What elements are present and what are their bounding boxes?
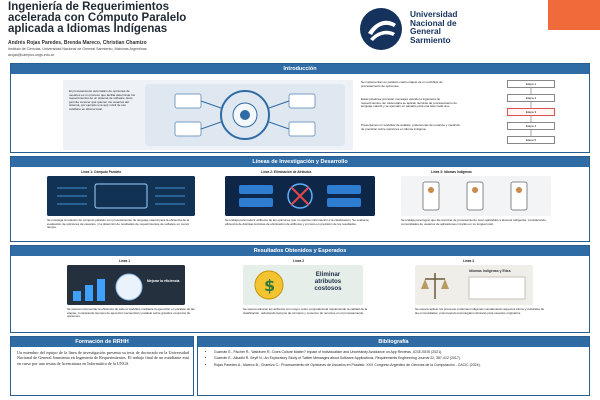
svg-text:$: $ — [264, 276, 275, 295]
indigenous-languages-icon — [401, 176, 551, 216]
intro-text-right-3: Presentamos un workflow de análisis, pre… — [361, 123, 461, 131]
attribute-elimination-icon — [225, 176, 375, 216]
line-1-image — [47, 176, 195, 216]
reference-item: Guzmán E., Alkadhi R. Seyff N.: An Explo… — [214, 356, 576, 360]
line-3-text: Se trabaja para lograr que las técnicas … — [401, 218, 546, 226]
line-1-title: Línea 1: Cómputo Paralelo — [81, 170, 122, 174]
line-2-text: Se trabaja para reducir atributos de las… — [225, 218, 369, 226]
result-2-text: Se espera eliminar los atributos con may… — [243, 307, 368, 315]
training-panel: Formación de RRHH Un miembro del equipo … — [10, 336, 194, 396]
reference-list: Guzmán E., Fischer R., Walraven R.: Does… — [208, 350, 576, 369]
result-1-label: Mejorar la eficiencia — [147, 279, 180, 283]
lines-heading: Líneas de Investigación y Desarrollo — [11, 157, 589, 167]
flow-step: Etapa 5 — [507, 136, 555, 144]
university-logo-icon — [360, 8, 402, 50]
intro-panel: Introducción El procesamiento automático… — [10, 63, 590, 153]
corner-accent — [548, 0, 600, 30]
line-3-title: Línea 3: Idiomas Indígenas — [431, 170, 472, 174]
email: arojas@campus.ungs.edu.ar — [8, 53, 54, 57]
flow-step: Etapa 1 — [507, 80, 555, 88]
flow-step: Etapa 2 — [507, 94, 555, 102]
workflow-cycle-icon — [145, 84, 345, 146]
lines-panel: Líneas de Investigación y Desarrollo Lín… — [10, 156, 590, 242]
result-2-image: $ Eliminar atributos costosos — [243, 265, 363, 305]
title-line-1: Ingeniería de Requerimientos — [8, 1, 170, 13]
results-panel: Resultados Obtenidos y Esperados Línea 1… — [10, 245, 590, 333]
result-3-image: Idiomas Indígenas y Etica — [415, 265, 533, 305]
flow-diagram: Etapa 1 Etapa 2 Etapa 3 Etapa 4 Etapa 5 — [481, 78, 581, 150]
title-line-2: acelerada con Cómputo Paralelo — [8, 12, 187, 24]
efficiency-gauge-icon — [67, 265, 185, 305]
result-1-title: Línea 1 — [119, 259, 130, 263]
line-2-title: Línea 2: Eliminación de Atributos — [261, 170, 312, 174]
intro-left-card: El procesamiento automático de opiniones… — [63, 80, 353, 150]
flow-step: Etapa 4 — [507, 122, 555, 130]
reference-item: Guzmán E., Fischer R., Walraven R.: Does… — [214, 350, 576, 354]
poster-title: Ingeniería de Requerimientos acelerada c… — [8, 1, 328, 35]
line-1-text: Se investiga la relación de cómputo para… — [47, 218, 190, 230]
flow-step-highlight: Etapa 3 — [507, 108, 555, 116]
ethics-justice-icon — [415, 265, 533, 305]
result-2-label: Eliminar atributos costosos — [314, 271, 342, 292]
result-1-image: Mejorar la eficiencia — [67, 265, 185, 305]
university-name: Universidad Nacional de General Sarmient… — [410, 9, 458, 45]
authors: Andrés Rojas Paredes, Brenda Mareco, Chr… — [8, 40, 147, 46]
intro-text-right-2: Estas pipelines procesan mensajes usando… — [361, 97, 457, 109]
line-3-image — [401, 176, 551, 216]
intro-heading: Introducción — [11, 64, 589, 74]
poster-header: Ingeniería de Requerimientos acelerada c… — [0, 0, 600, 62]
line-2-image — [225, 176, 375, 216]
bibliography-heading: Bibliografía — [198, 337, 589, 347]
training-heading: Formación de RRHH — [11, 337, 193, 347]
intro-text-left: El procesamiento automático de opiniones… — [69, 89, 136, 111]
intro-text-right-1: Se implementan en paralelo cuatro etapas… — [361, 80, 443, 88]
result-3-text: Se espera aplicar los procesos a idiomas… — [415, 307, 545, 315]
parallel-compute-icon — [47, 176, 195, 216]
title-line-3: aplicada a Idiomas Indígenas — [8, 23, 168, 35]
result-3-title: Línea 3 — [463, 259, 474, 263]
money-savings-icon: $ — [243, 265, 363, 305]
training-text: Un miembro del equipo de la línea de inv… — [17, 350, 189, 366]
result-3-label: Idiomas Indígenas y Etica — [469, 269, 511, 273]
reference-item: Rojas Paredes A., Mareco B., Chamizo C.:… — [214, 363, 576, 367]
result-1-text: Se espera incrementar la eficiencia de t… — [67, 307, 195, 319]
result-2-title: Línea 2 — [293, 259, 304, 263]
bibliography-panel: Bibliografía Guzmán E., Fischer R., Walr… — [197, 336, 590, 396]
affiliation: Instituto de Ciencias, Universidad Nacio… — [8, 47, 147, 51]
results-heading: Resultados Obtenidos y Esperados — [11, 246, 589, 256]
